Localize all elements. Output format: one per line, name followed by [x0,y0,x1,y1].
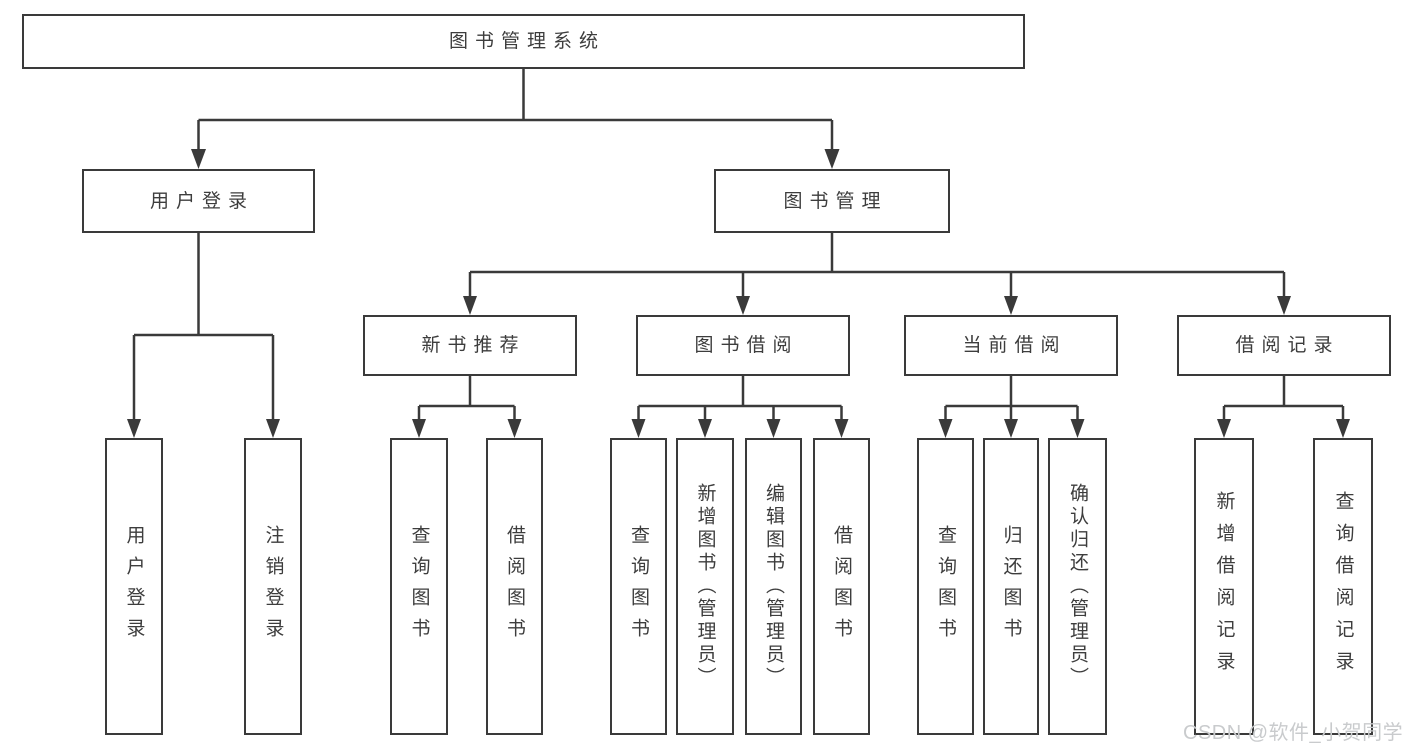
node-book-borrowing: 图书借阅 [636,315,850,376]
node-borrowing-records: 借阅记录 [1177,315,1391,376]
leaf-borrow-books-recommend: 借阅图书 [486,438,543,735]
node-book-management: 图书管理 [714,169,950,233]
node-library-management-system: 图书管理系统 [22,14,1025,69]
node-user-login: 用户登录 [82,169,315,233]
leaf-logout: 注销登录 [244,438,302,735]
leaf-confirm-return-admin: 确认归还（管理员） [1048,438,1107,735]
leaf-query-borrow-record: 查询借阅记录 [1313,438,1373,735]
node-current-borrowing: 当前借阅 [904,315,1118,376]
leaf-borrow-books-borrowing: 借阅图书 [813,438,870,735]
node-new-book-recommendation: 新书推荐 [363,315,577,376]
leaf-edit-books-admin: 编辑图书（管理员） [745,438,802,735]
leaf-query-books-recommend: 查询图书 [390,438,448,735]
leaf-add-borrow-record: 新增借阅记录 [1194,438,1254,735]
leaf-query-books-current: 查询图书 [917,438,974,735]
leaf-user-login: 用户登录 [105,438,163,735]
leaf-query-books-borrowing: 查询图书 [610,438,667,735]
leaf-return-books: 归还图书 [983,438,1039,735]
watermark: CSDN @软件_小贺同学 [1183,722,1404,744]
leaf-add-books-admin: 新增图书（管理员） [676,438,734,735]
